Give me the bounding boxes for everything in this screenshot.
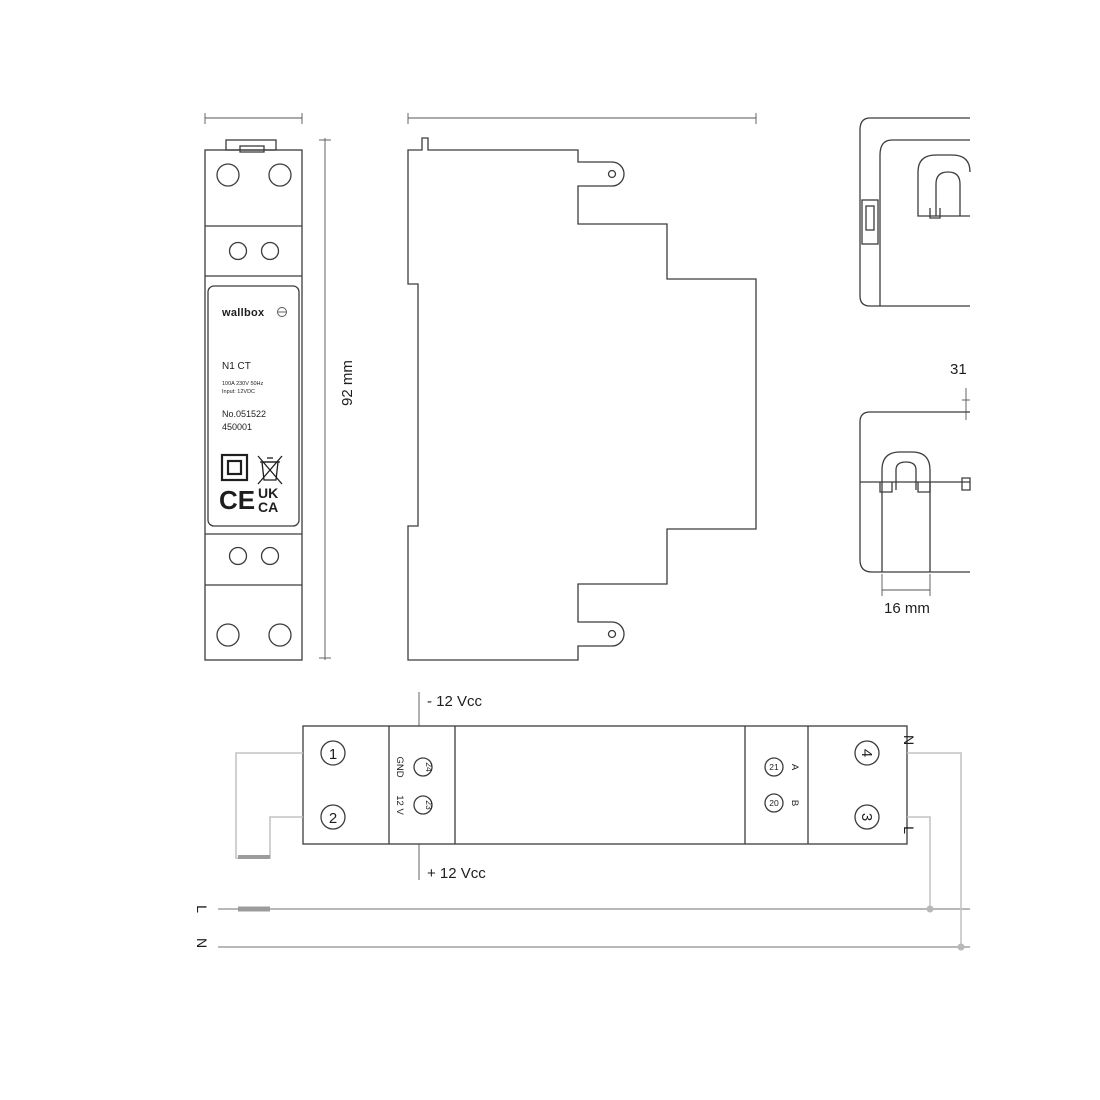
bus-a-label: A [789,764,800,771]
line-l-label: L [194,905,210,913]
supply-plus-label: + 12 Vcc [427,865,486,882]
ukca-mark-top: UK [258,485,278,501]
screw-icon [260,241,280,261]
terminal-21-label: 21 [769,762,779,772]
depth-dimension: 31 [950,361,967,378]
terminal-3-label: 3 [858,813,875,821]
module-body [204,149,303,661]
ct-clamp-bottom-view: 31 16 mm [859,361,971,617]
screw-icon [260,546,280,566]
ct-clamp-top-view [859,117,971,307]
side-profile [407,137,757,661]
terminal-2 [320,804,346,830]
weee-bin-icon [257,455,283,485]
terminal-24-label: 24 [424,762,434,772]
terminal-3 [854,804,880,830]
screw-icon [228,546,248,566]
ukca-mark-bottom: CA [258,499,278,515]
terminal-23-label: 23 [424,800,434,810]
terminal-20 [764,793,784,813]
line-n-label: N [194,938,210,948]
ce-mark: CE [219,485,255,515]
serial-number: No.051522 [222,409,266,419]
side-view [407,113,757,661]
model-name: N1 CT [222,361,251,372]
screw-icon [216,163,240,187]
12v-label: 12 V [394,795,405,815]
terminal-20-label: 20 [769,798,779,808]
brand-logo: wallbox [221,307,265,319]
wallbox-mark-icon [277,307,287,317]
screw-icon [228,241,248,261]
supply-minus-label: - 12 Vcc [427,693,483,710]
product-code: 450001 [222,422,252,432]
gnd-label: GND [394,756,405,777]
junction-dot [926,905,934,913]
terminal-1-label: 1 [329,746,337,763]
height-dimension: 92 mm [339,360,356,406]
terminal-4-label: 4 [858,749,875,757]
wiring-module [302,725,908,845]
terminal-21 [764,757,784,777]
junction-dot [957,943,965,951]
wiring-diagram: - 12 Vcc + 12 Vcc 1 2 24 23 GND 12 V [194,692,970,951]
terminal-4 [854,740,880,766]
terminal-1 [320,740,346,766]
screw-icon [268,623,292,647]
terminal-24 [413,757,433,777]
output-l-label: L [901,826,917,834]
bus-b-label: B [789,800,800,806]
input-text: Input: 12VDC [222,389,255,395]
screw-icon [268,163,292,187]
double-insulation-icon [220,453,249,482]
opening-dimension: 16 mm [884,600,930,617]
terminal-23 [413,795,433,815]
output-n-label: N [901,735,917,745]
screw-icon [216,623,240,647]
rating-text: 100A 230V 50Hz [222,381,264,387]
front-view: wallbox N1 CT 100A 230V 50Hz Input: 12VD… [204,113,356,661]
terminal-2-label: 2 [329,810,337,827]
label-plate [207,285,300,527]
